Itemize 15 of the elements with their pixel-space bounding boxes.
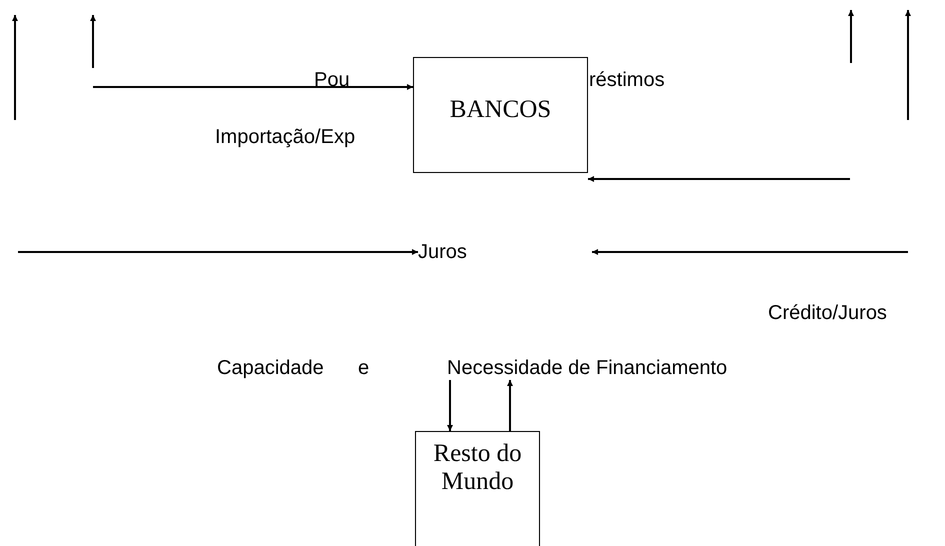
process-box xyxy=(415,431,540,546)
text-label: Importação/Exp xyxy=(215,125,356,149)
box-title: Resto do Mundo xyxy=(432,440,523,496)
arrow xyxy=(18,249,418,255)
arrow xyxy=(507,380,513,431)
text-label: réstimos xyxy=(589,68,665,92)
text-label: Pou xyxy=(314,68,350,92)
arrow xyxy=(588,176,850,182)
arrow xyxy=(447,380,453,431)
text-label: Crédito/Juros xyxy=(768,301,887,325)
arrow xyxy=(93,84,413,90)
process-box xyxy=(413,57,588,173)
text-label: e xyxy=(358,356,370,380)
text-label: Capacidade xyxy=(217,356,324,380)
box-title: BANCOS xyxy=(448,96,552,124)
